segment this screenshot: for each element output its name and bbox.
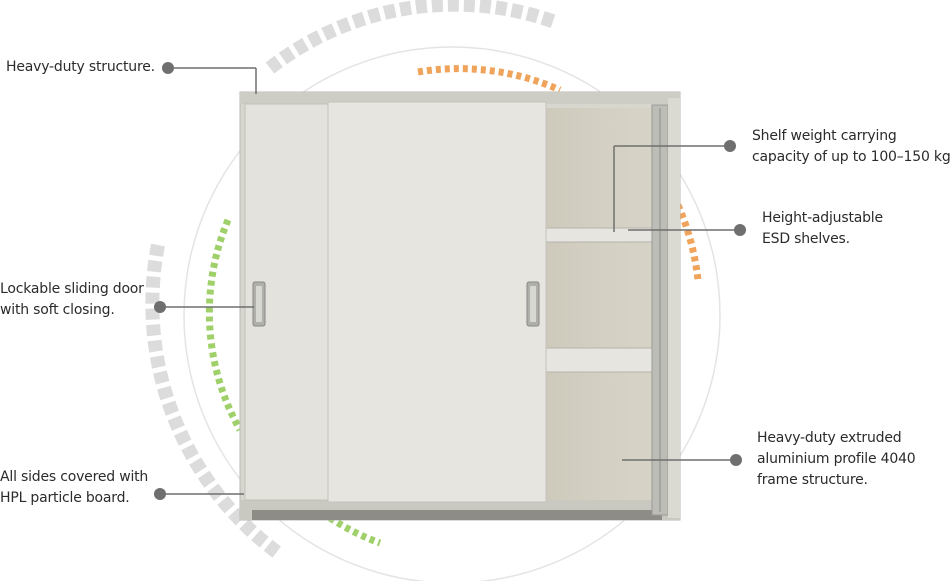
top-rail [240,92,680,104]
shelf-lower [544,347,658,373]
orange-arc-right [674,203,702,281]
callout-aluminium-frame [622,454,742,466]
green-arc-bottom [328,515,382,547]
front-sliding-door [327,101,547,503]
cabinet [239,91,681,521]
green-arc-left [205,218,244,432]
gray-arc-top [265,0,558,74]
callout-heavy-duty-structure [162,62,257,94]
label-shelf-weight: Shelf weight carrying capacity of up to … [752,128,950,165]
gray-arc-left [145,243,283,559]
callout-lockable-door [154,301,254,313]
orange-arc-top [417,65,562,94]
callout-adjustable-shelves [628,224,746,236]
label-heavy-duty-structure: Heavy-duty structure. [6,59,155,75]
label-aluminium-frame: Heavy-duty extruded aluminium profile 40… [757,430,916,488]
label-hpl-board: All sides covered with HPL particle boar… [0,469,149,506]
label-adjustable-shelves: Height-adjustable ESD shelves. [762,210,883,247]
callout-hpl-board [154,488,244,500]
label-lockable-door: Lockable sliding door with soft closing. [0,281,144,318]
background-circle [183,46,721,581]
callout-shelf-weight [613,140,736,232]
